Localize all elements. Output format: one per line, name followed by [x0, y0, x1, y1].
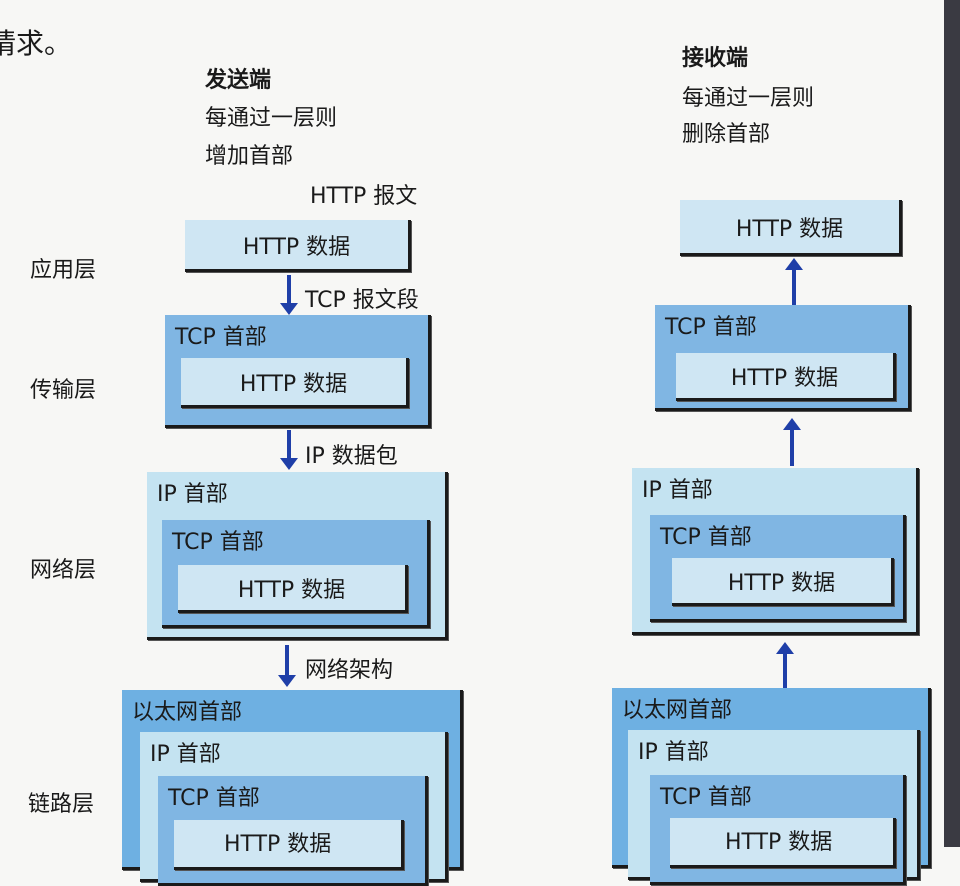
up-arrow-icon — [783, 418, 801, 466]
tcp-box: TCP 首部 HTTP 数据 — [650, 515, 906, 622]
tcp-box: TCP 首部 HTTP 数据 — [158, 776, 428, 886]
sender-app-http-box: HTTP 数据 — [185, 220, 411, 272]
http-data-label: HTTP 数据 — [224, 832, 332, 857]
layer-application: 应用层 — [30, 258, 97, 283]
http-message-label: HTTP 报文 — [310, 184, 418, 209]
receiver-network-ip-box: IP 首部 TCP 首部 HTTP 数据 — [632, 468, 919, 635]
tcp-box: TCP 首部 HTTP 数据 — [162, 520, 430, 628]
receiver-desc-2: 删除首部 — [682, 122, 771, 147]
http-data-label: HTTP 数据 — [730, 365, 839, 391]
receiver-desc-1: 每通过一层则 — [682, 86, 815, 111]
ethernet-header-label: 以太网首部 — [132, 700, 243, 725]
up-arrow-icon — [785, 258, 803, 306]
http-data-box: HTTP 数据 — [676, 353, 896, 401]
http-data-label: HTTP 数据 — [237, 577, 346, 603]
http-data-label: HTTP 数据 — [242, 234, 351, 260]
sender-title: 发送端 — [205, 68, 272, 93]
http-data-label: HTTP 数据 — [239, 371, 348, 397]
frame-label: 网络架构 — [305, 658, 394, 683]
http-data-box: HTTP 数据 — [670, 818, 896, 868]
sender-link-ethernet-box: 以太网首部 IP 首部 TCP 首部 HTTP 数据 — [122, 690, 463, 886]
http-data-label: HTTP 数据 — [725, 830, 833, 855]
sender-desc-2: 增加首部 — [205, 144, 294, 169]
ip-box: IP 首部 TCP 首部 HTTP 数据 — [628, 730, 920, 885]
tcp-header-label: TCP 首部 — [168, 786, 260, 811]
ip-box: IP 首部 TCP 首部 HTTP 数据 — [140, 732, 448, 886]
tcp-header-label: TCP 首部 — [175, 325, 267, 350]
up-arrow-icon — [776, 642, 794, 688]
receiver-link-ethernet-box: 以太网首部 IP 首部 TCP 首部 HTTP 数据 — [612, 688, 931, 885]
ip-packet-label: IP 数据包 — [305, 444, 398, 469]
tcp-segment-label: TCP 报文段 — [305, 288, 419, 313]
ip-header-label: IP 首部 — [157, 482, 228, 507]
layer-link: 链路层 — [28, 792, 95, 817]
ethernet-header-label: 以太网首部 — [622, 698, 733, 723]
receiver-transport-tcp-box: TCP 首部 HTTP 数据 — [655, 305, 911, 411]
sender-network-ip-box: IP 首部 TCP 首部 HTTP 数据 — [147, 472, 448, 640]
http-data-box: HTTP 数据 — [174, 820, 404, 870]
layer-transport: 传输层 — [30, 378, 97, 403]
tcp-box: TCP 首部 HTTP 数据 — [650, 775, 906, 885]
down-arrow-icon — [278, 645, 296, 687]
tcp-header-label: TCP 首部 — [660, 785, 752, 810]
http-data-box: HTTP 数据 — [178, 565, 408, 613]
sender-transport-tcp-box: TCP 首部 HTTP 数据 — [165, 315, 431, 428]
ip-header-label: IP 首部 — [150, 742, 221, 767]
receiver-app-http-box: HTTP 数据 — [680, 200, 902, 256]
http-data-box: HTTP 数据 — [181, 358, 409, 408]
ip-header-label: IP 首部 — [642, 478, 713, 503]
down-arrow-icon — [280, 275, 298, 315]
page-text: 请求。 — [0, 27, 73, 60]
http-data-label: HTTP 数据 — [727, 570, 836, 596]
sender-desc-1: 每通过一层则 — [205, 106, 338, 131]
http-data-label: HTTP 数据 — [735, 216, 844, 242]
down-arrow-icon — [280, 430, 298, 470]
layer-network: 网络层 — [30, 558, 97, 583]
page-edge — [944, 0, 960, 847]
receiver-title: 接收端 — [682, 46, 749, 71]
tcp-header-label: TCP 首部 — [660, 525, 752, 550]
ip-header-label: IP 首部 — [638, 740, 709, 765]
tcp-header-label: TCP 首部 — [172, 530, 264, 555]
http-data-box: HTTP 数据 — [672, 558, 894, 606]
tcp-header-label: TCP 首部 — [665, 315, 757, 340]
